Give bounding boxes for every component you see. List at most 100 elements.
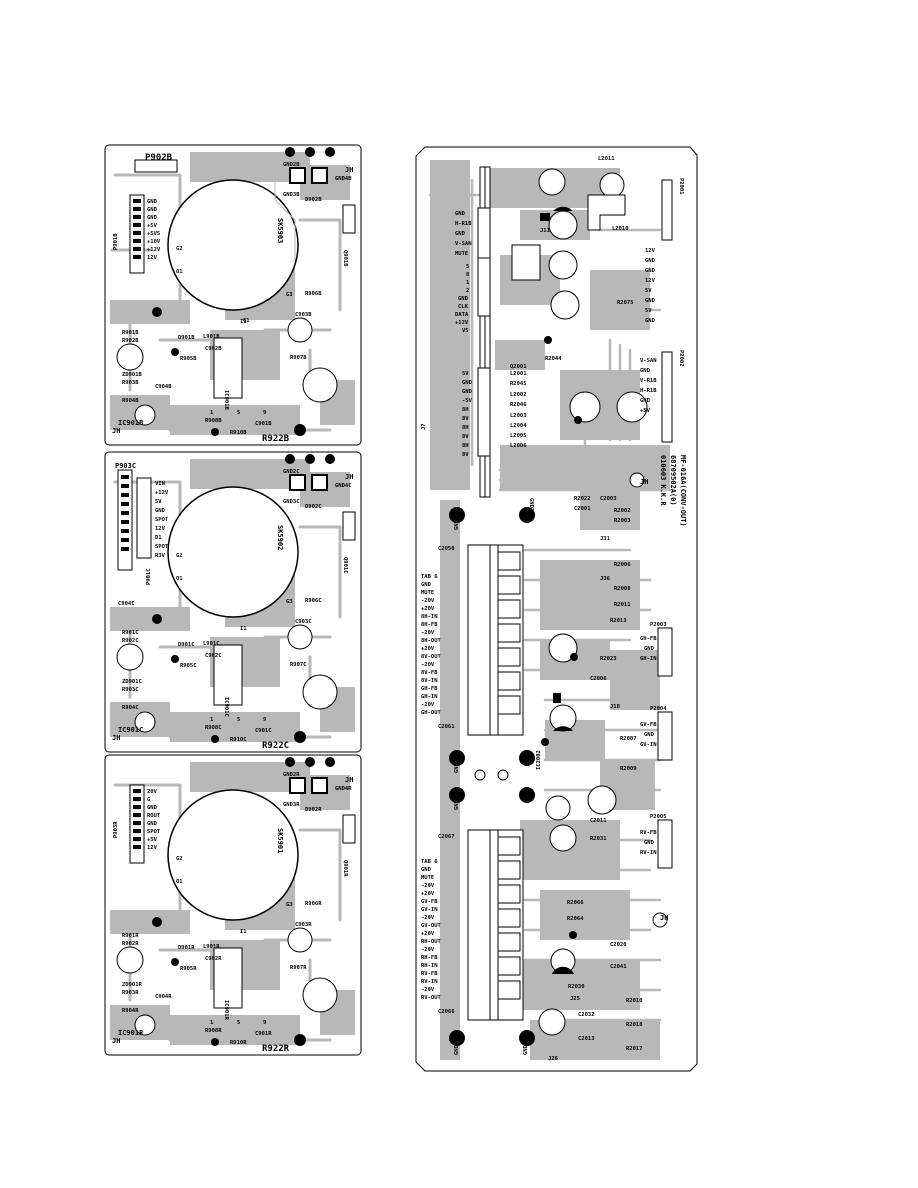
component-label: O1 bbox=[176, 879, 183, 885]
left-conn-low-pins: 5V GND GND -5V 8H 8V 8H 8V 8H 8V bbox=[462, 371, 473, 458]
pin-labels: VIN +12V 5V GND SPOT 12V D1 SPOT R3V bbox=[155, 481, 169, 559]
cap-label: C903R bbox=[295, 922, 312, 928]
component-label: G3 bbox=[286, 292, 293, 298]
test-point-label: GND3C bbox=[283, 499, 300, 505]
ic-label: IC901B bbox=[118, 419, 143, 427]
main-board: 12V GND GND 12V 5V GND 5V GND V-SAN GND … bbox=[415, 146, 698, 1072]
test-point-label: GND4R bbox=[335, 786, 352, 792]
resistor-label: R901C bbox=[122, 630, 139, 636]
pin-label: GND bbox=[462, 380, 473, 386]
pin-label: GH-FB bbox=[640, 636, 657, 642]
diode-label: ZD901B bbox=[122, 372, 143, 378]
connector-bottom-label: P2004 bbox=[650, 706, 667, 712]
choke-label: L2006 bbox=[510, 443, 527, 449]
io-label: 8V-FB bbox=[421, 670, 438, 676]
io-label: -20V bbox=[421, 702, 435, 708]
cap-label: C902C bbox=[205, 653, 222, 659]
pin-label: 8V bbox=[462, 434, 469, 440]
pin-number: 5 bbox=[237, 717, 240, 723]
pin-label: V-SAN bbox=[455, 241, 472, 247]
io-label: -20V bbox=[421, 662, 435, 668]
left-conn-top-pins: GND H-R1B GND V-SAN MUTE bbox=[455, 211, 472, 257]
jumper-label: J11 bbox=[540, 228, 551, 234]
pin-label: 5V bbox=[645, 308, 652, 314]
main-component-labels: L2011 L2010 L2001 L2002 L2003 L2004 L200… bbox=[421, 156, 643, 1062]
test-point-label: GND4C bbox=[335, 483, 352, 489]
pin-label: GND bbox=[455, 231, 466, 237]
pin-label: 8V bbox=[462, 452, 469, 458]
resistor-label: R2009 bbox=[620, 766, 637, 772]
choke-label: L2010 bbox=[612, 226, 629, 232]
component-label: G2 bbox=[176, 246, 183, 252]
resistor-label: R2017 bbox=[626, 1046, 643, 1052]
test-point-label: GND2R bbox=[283, 772, 300, 778]
pin-label: GND bbox=[645, 318, 656, 324]
cap-label: C2050 bbox=[438, 546, 455, 552]
io-label: -20V bbox=[421, 947, 435, 953]
jh-label: JH bbox=[660, 914, 668, 922]
io-label: GV-FB bbox=[421, 899, 438, 905]
resistor-label: R2023 bbox=[600, 656, 617, 662]
cap-label: C904R bbox=[155, 994, 172, 1000]
resistor-label: R2010 bbox=[626, 998, 643, 1004]
ground-mark: R922R bbox=[262, 1044, 290, 1054]
diode-label: D901B bbox=[178, 335, 195, 341]
amp-ic-1 bbox=[467, 544, 524, 736]
small-board-top: P902B IC901B R922B SK5903 P901B IC901B G… bbox=[104, 144, 362, 446]
resistor-label: R2006 bbox=[614, 562, 631, 568]
resistor-label: R2002 bbox=[614, 508, 631, 514]
pin-label: GND bbox=[645, 268, 656, 274]
cap-label: C2020 bbox=[610, 942, 627, 948]
pin-label: +5VS bbox=[147, 231, 160, 237]
resistor-label: R2046 bbox=[510, 402, 527, 408]
connector-label: P903R bbox=[113, 821, 119, 838]
resistor-label: R2030 bbox=[568, 984, 585, 990]
pin-label: GND bbox=[147, 805, 158, 811]
component-label: G1 bbox=[243, 318, 250, 324]
io-label: MUTE bbox=[421, 875, 434, 881]
ground-mark: R922B bbox=[262, 434, 290, 444]
pin-label: GND bbox=[645, 258, 656, 264]
pin-label: GND bbox=[644, 732, 655, 738]
resistor-label: R908C bbox=[205, 725, 222, 731]
component-label: JH bbox=[345, 776, 353, 784]
pin-label: GND bbox=[640, 368, 651, 374]
cap-label: C2032 bbox=[578, 1012, 595, 1018]
choke-label: L2011 bbox=[598, 156, 615, 162]
component-label: L901R bbox=[203, 944, 220, 950]
io-label: RV-IN bbox=[421, 979, 438, 985]
pin-number: 9 bbox=[263, 717, 266, 723]
component-label: L901C bbox=[203, 641, 220, 647]
pin-label: VIN bbox=[155, 481, 165, 487]
jumper-label: J18 bbox=[610, 704, 620, 710]
amp-ic-2 bbox=[467, 829, 524, 1021]
ic-vertical-label: IC901B bbox=[223, 390, 229, 411]
component-label: G3 bbox=[286, 902, 293, 908]
resistor-label: R901R bbox=[122, 933, 139, 939]
diode-label: ZD901R bbox=[122, 982, 143, 988]
io-label: 8H-FB bbox=[421, 622, 438, 628]
pin-label: 8H bbox=[462, 407, 469, 413]
left-conn-mid-pins: 5 8 1 2 GND CLK DATA +12V VS bbox=[455, 264, 470, 334]
pin-label: -5V bbox=[462, 398, 473, 404]
pin-number: 1 bbox=[210, 717, 214, 723]
mounting-label: GND1 bbox=[454, 516, 460, 530]
io-label: 8V-IN bbox=[421, 678, 438, 684]
cap-label: C903C bbox=[295, 619, 312, 625]
jumper-label: J7 bbox=[421, 423, 427, 430]
model-line: 68709502A(0) bbox=[669, 455, 677, 506]
model-line: 010603 K.K.R bbox=[659, 455, 667, 506]
resistor-label: R906C bbox=[305, 598, 322, 604]
cap-label: C903B bbox=[295, 312, 312, 318]
io-label: -20V bbox=[421, 915, 435, 921]
io-label: 8V-OUT bbox=[421, 654, 442, 660]
io-label: GND bbox=[421, 582, 432, 588]
resistor-label: R906B bbox=[305, 291, 322, 297]
ic-pin-numbers: 1 5 9 bbox=[210, 717, 266, 723]
transformer-label: SK5902 bbox=[276, 525, 284, 550]
cap-label: C2013 bbox=[578, 1036, 595, 1042]
pin-label: 12V bbox=[645, 248, 656, 254]
io-label: RH-FB bbox=[421, 955, 438, 961]
resistor-label: R2013 bbox=[610, 618, 627, 624]
io-label: -20V bbox=[421, 630, 435, 636]
